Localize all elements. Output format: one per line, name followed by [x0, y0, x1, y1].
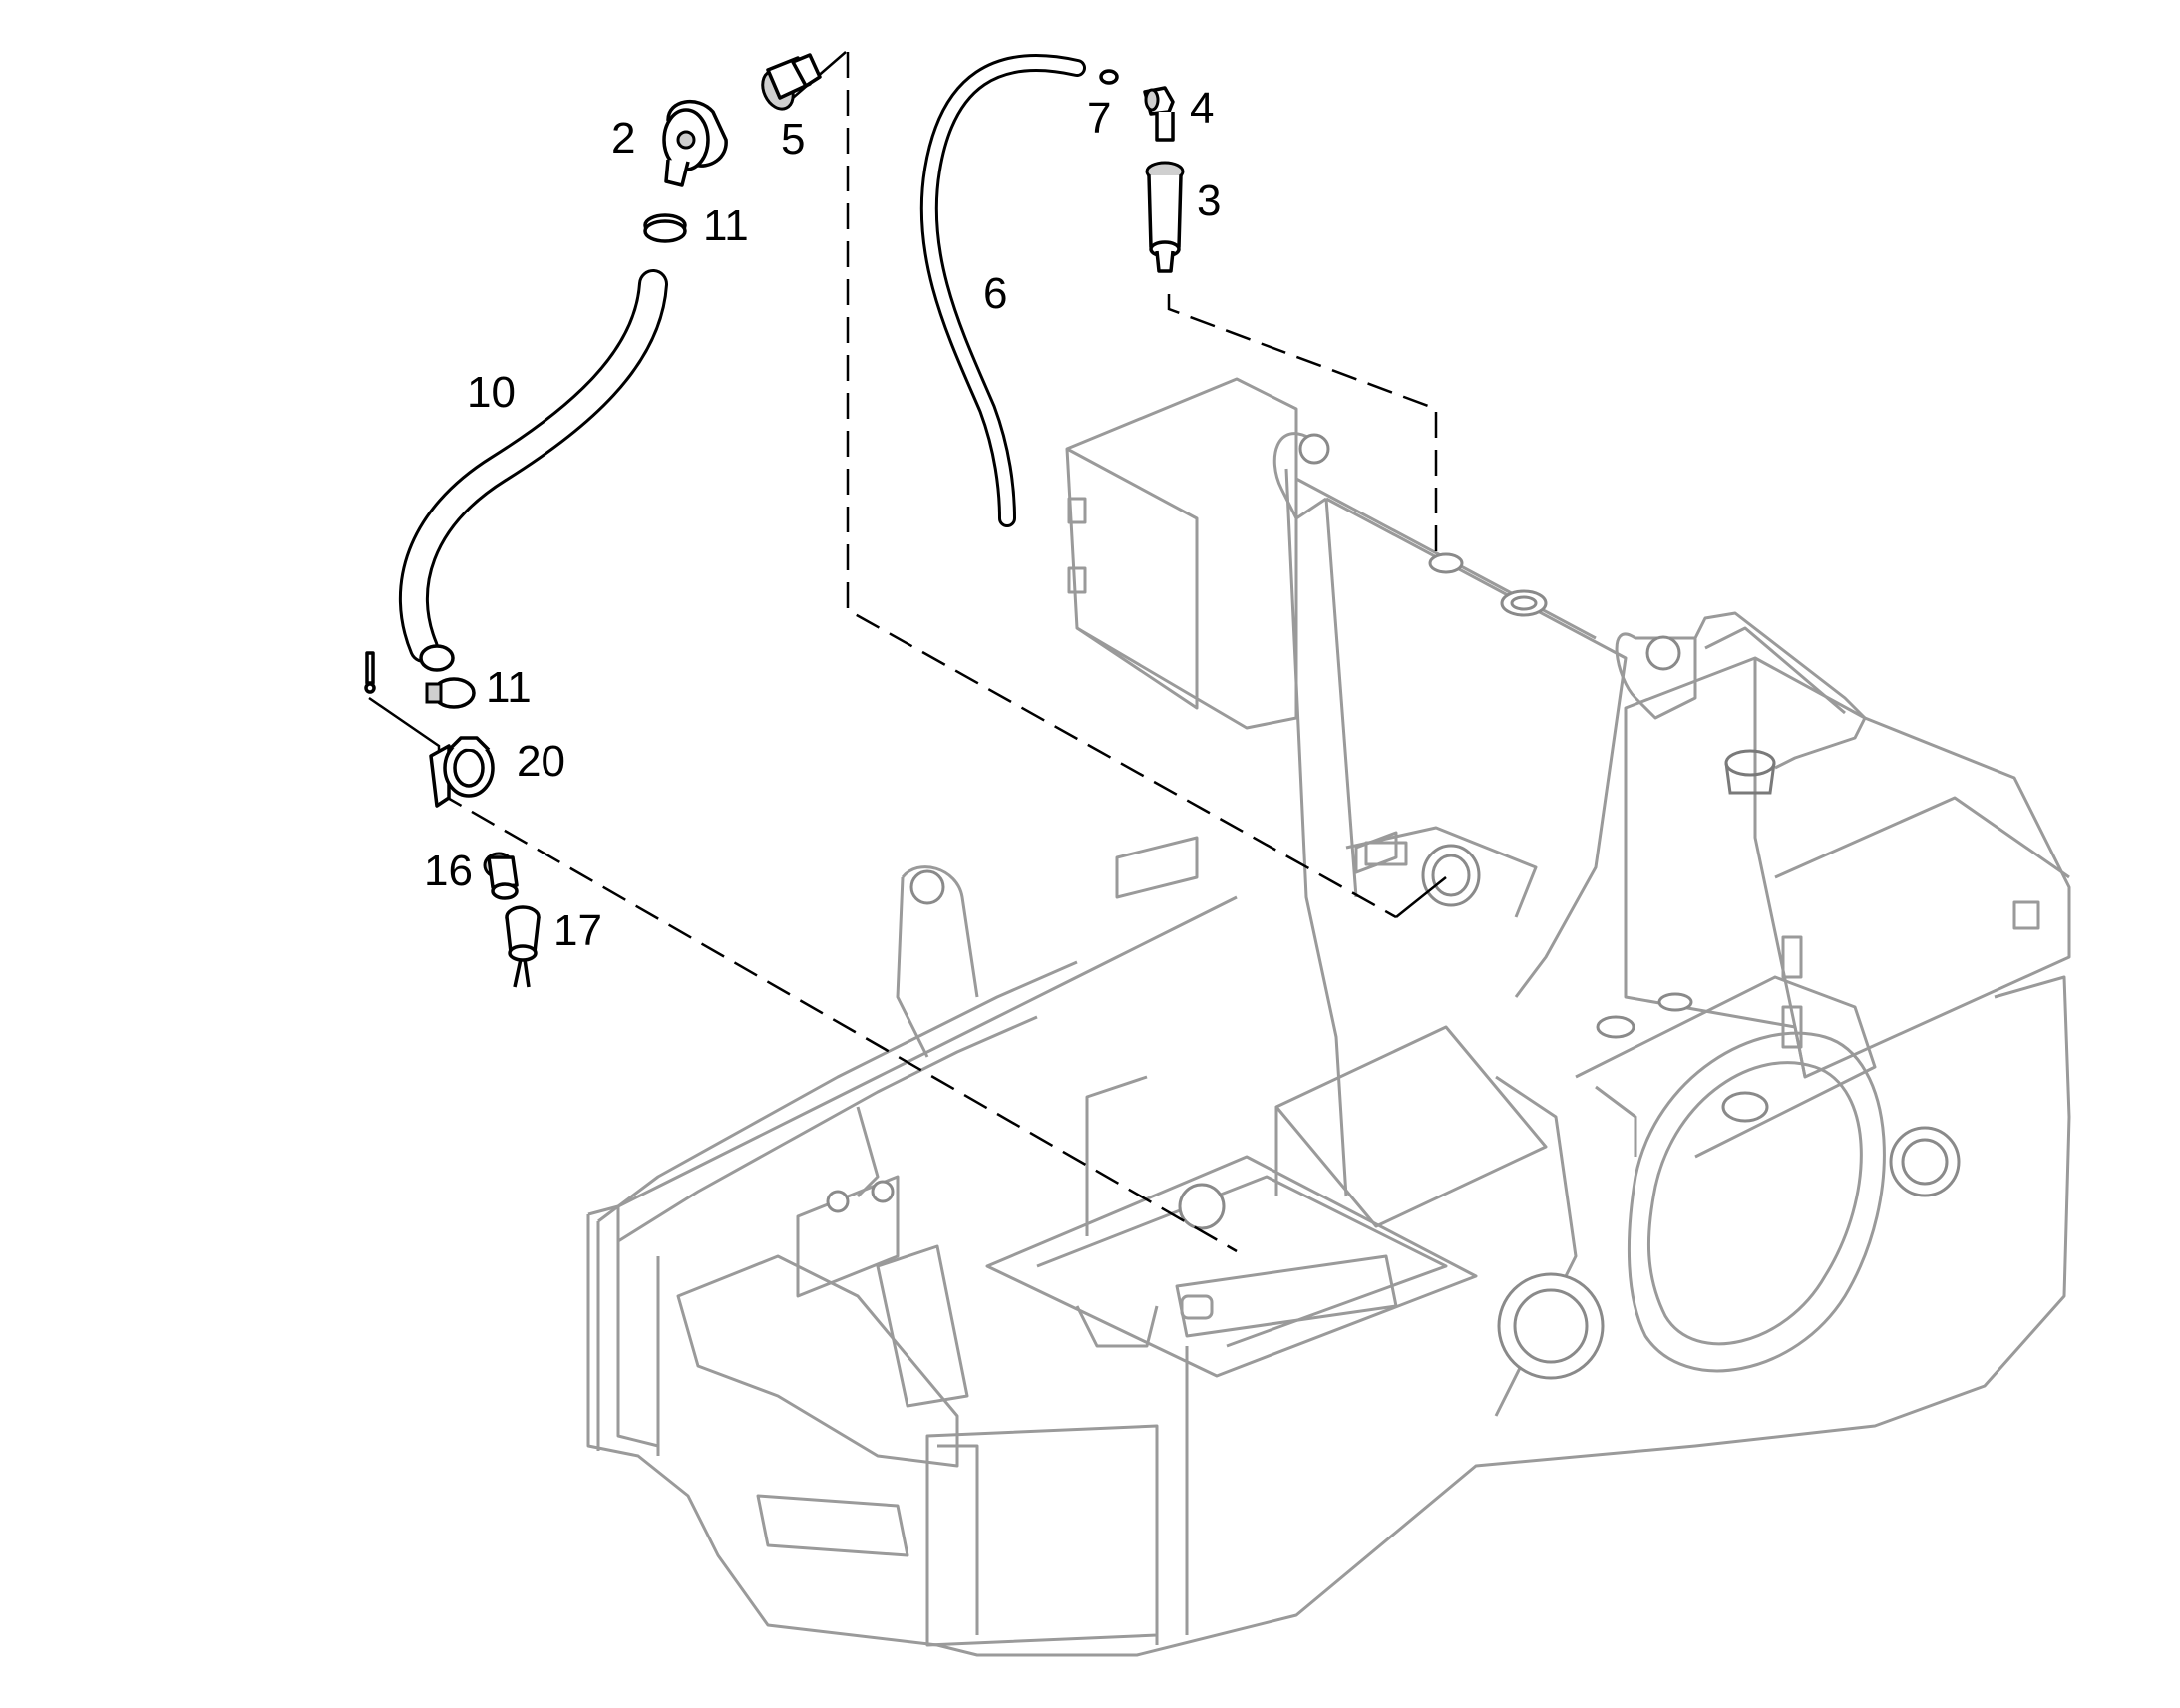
label-part-16: 16	[424, 847, 473, 895]
screw	[364, 651, 376, 694]
label-part-6: 6	[983, 269, 1008, 318]
part-17-plug	[505, 905, 541, 988]
part-7-o-ring	[1099, 69, 1119, 85]
label-part-17: 17	[553, 906, 602, 955]
label-part-20: 20	[517, 737, 565, 786]
label-part-11-lower: 11	[486, 663, 532, 712]
label-part-11-upper: 11	[703, 201, 749, 250]
label-part-2: 2	[611, 114, 636, 163]
part-2-flange	[662, 100, 728, 187]
label-part-3: 3	[1197, 176, 1222, 225]
label-part-7: 7	[1087, 94, 1112, 143]
part-11-clamp-lower	[425, 677, 476, 709]
label-part-4: 4	[1190, 84, 1215, 133]
part-4-elbow	[1143, 86, 1175, 142]
leader-lines	[367, 51, 1447, 1253]
part-11-clamp-upper	[643, 213, 687, 243]
label-part-10: 10	[467, 368, 516, 417]
part-16-adapter	[483, 852, 519, 900]
part-10-hose	[398, 269, 668, 672]
part-20-bracket	[429, 736, 495, 808]
machine-frame	[586, 377, 2071, 1657]
part-3-breather	[1145, 161, 1185, 273]
part-5-fitting	[761, 53, 822, 111]
part-6-thin-hose	[919, 54, 1086, 527]
label-part-5: 5	[781, 115, 806, 164]
